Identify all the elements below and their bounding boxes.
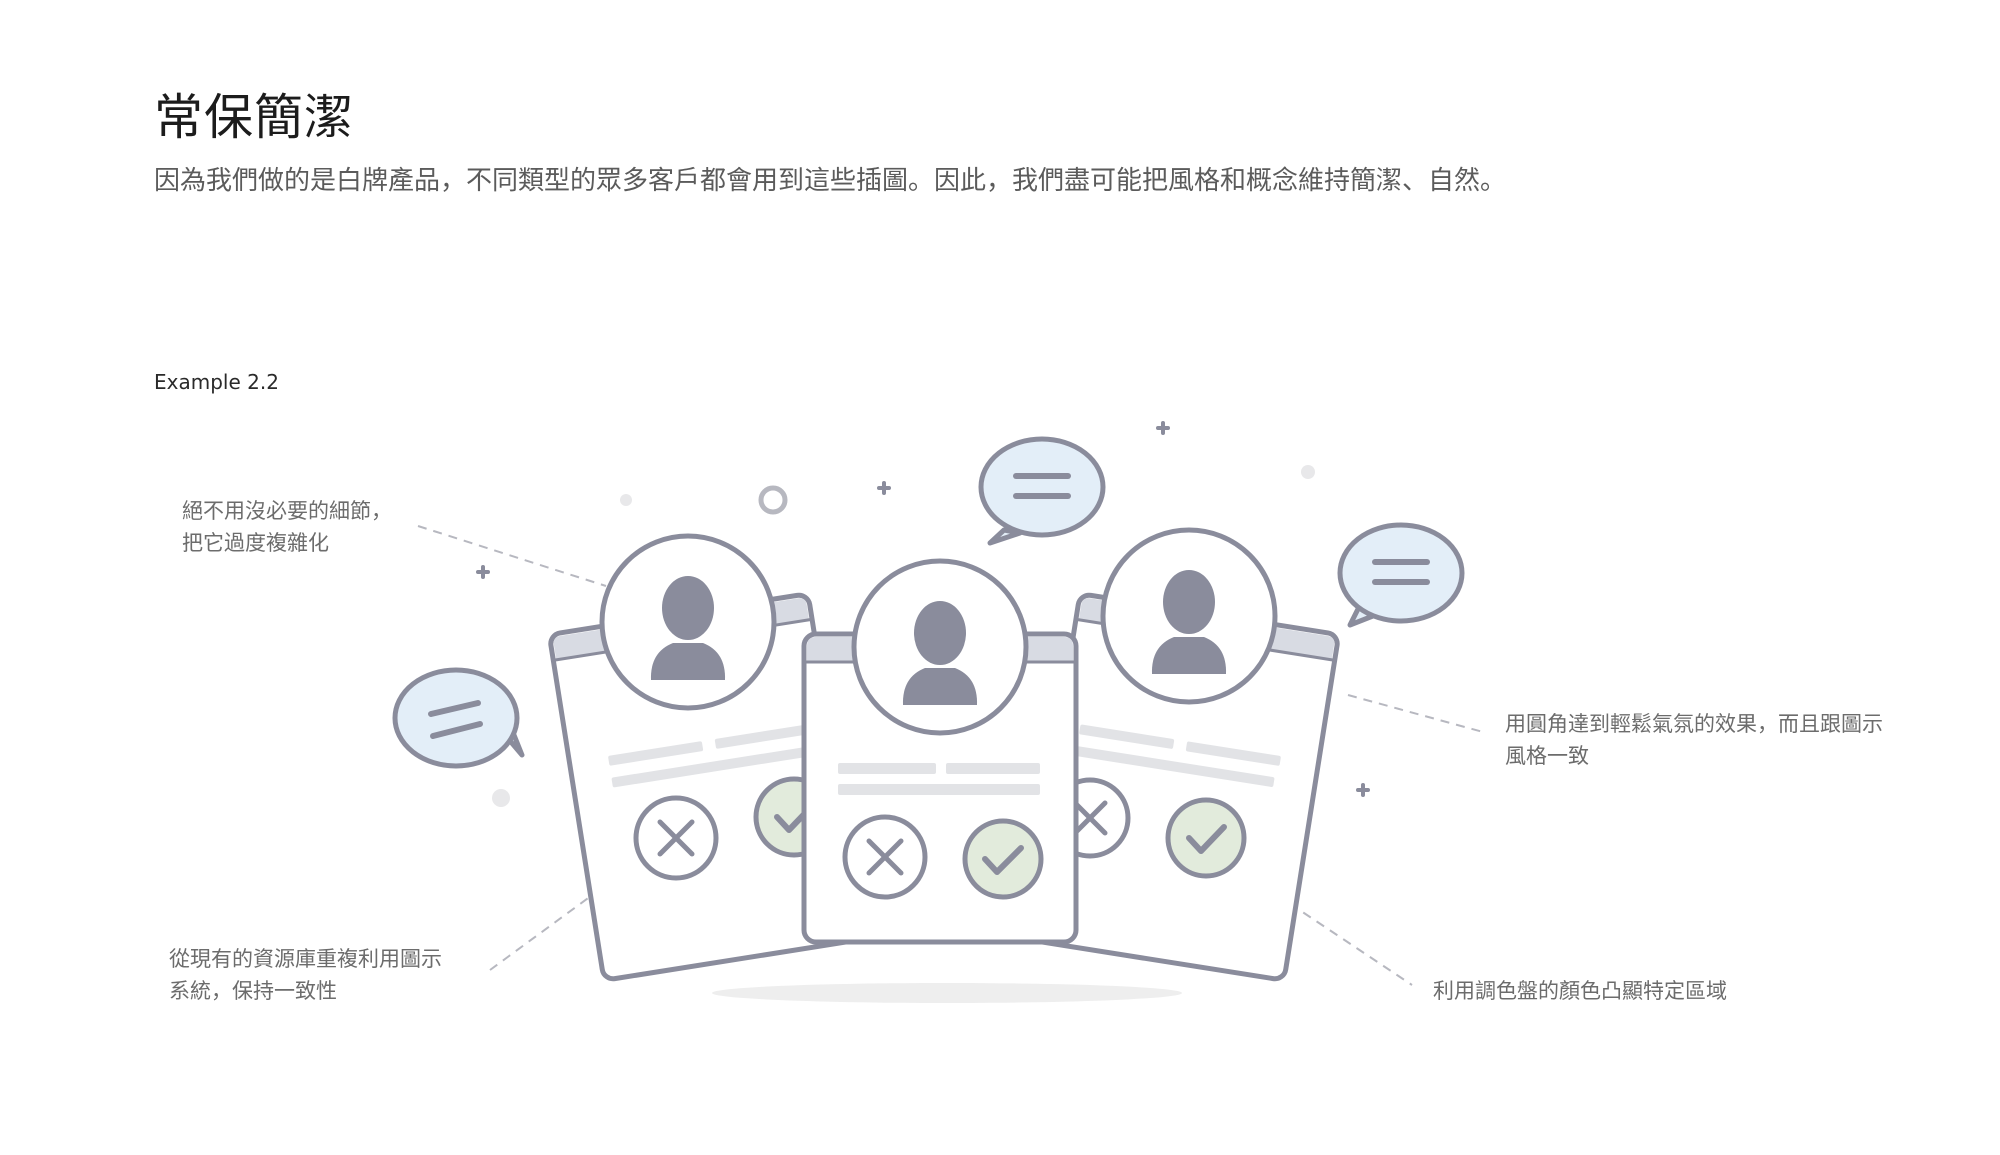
leader-line: [1347, 694, 1484, 733]
avatar-icon: [599, 533, 777, 711]
annotation-line: 從現有的資源庫重複利用圖示: [169, 947, 442, 971]
speech-bubble-icon: [1337, 522, 1465, 628]
reject-x-icon: [842, 814, 928, 900]
approve-check-icon: [1165, 797, 1247, 879]
annotation-rounded-corners: 用圓角達到輕鬆氣氛的效果，而且跟圖示 風格一致: [1505, 708, 1883, 772]
leader-line: [417, 525, 607, 587]
dot-icon: [492, 789, 510, 807]
plus-sparkle-icon: [1156, 421, 1170, 435]
page-title: 常保簡潔: [154, 89, 355, 146]
ring-icon: [758, 485, 788, 515]
profile-card-right: [1024, 592, 1340, 982]
dot-icon: [1301, 465, 1315, 479]
plus-sparkle-icon: [877, 481, 891, 495]
plus-sparkle-icon: [476, 565, 490, 579]
annotation-no-unnecessary-detail: 絕不用沒必要的細節， 把它過度複雜化: [182, 495, 392, 559]
annotation-line: 絕不用沒必要的細節，: [182, 499, 392, 523]
annotation-line: 系統，保持一致性: [169, 979, 337, 1003]
annotation-line: 用圓角達到輕鬆氣氛的效果，而且跟圖示: [1505, 712, 1883, 736]
annotation-line: 風格一致: [1505, 744, 1589, 768]
speech-bubble-icon: [978, 436, 1106, 546]
reject-x-icon: [633, 795, 719, 881]
approve-check-icon: [962, 818, 1044, 900]
plus-sparkle-icon: [1356, 783, 1370, 797]
page-description: 因為我們做的是白牌產品，不同類型的眾多客戶都會用到這些插圖。因此，我們盡可能把風…: [154, 166, 1507, 196]
example-label: Example 2.2: [154, 370, 279, 394]
annotation-line: 把它過度複雜化: [182, 531, 329, 555]
dot-icon: [620, 494, 632, 506]
annotation-palette-highlight: 利用調色盤的顏色凸顯特定區域: [1433, 975, 1727, 1007]
ground-shadow: [712, 983, 1182, 1003]
speech-bubble-icon: [392, 667, 525, 769]
annotation-line: 利用調色盤的顏色凸顯特定區域: [1433, 979, 1727, 1003]
annotation-reuse-icons: 從現有的資源庫重複利用圖示 系統，保持一致性: [169, 943, 442, 1007]
avatar-icon: [851, 558, 1029, 736]
avatar-icon: [1100, 527, 1278, 705]
